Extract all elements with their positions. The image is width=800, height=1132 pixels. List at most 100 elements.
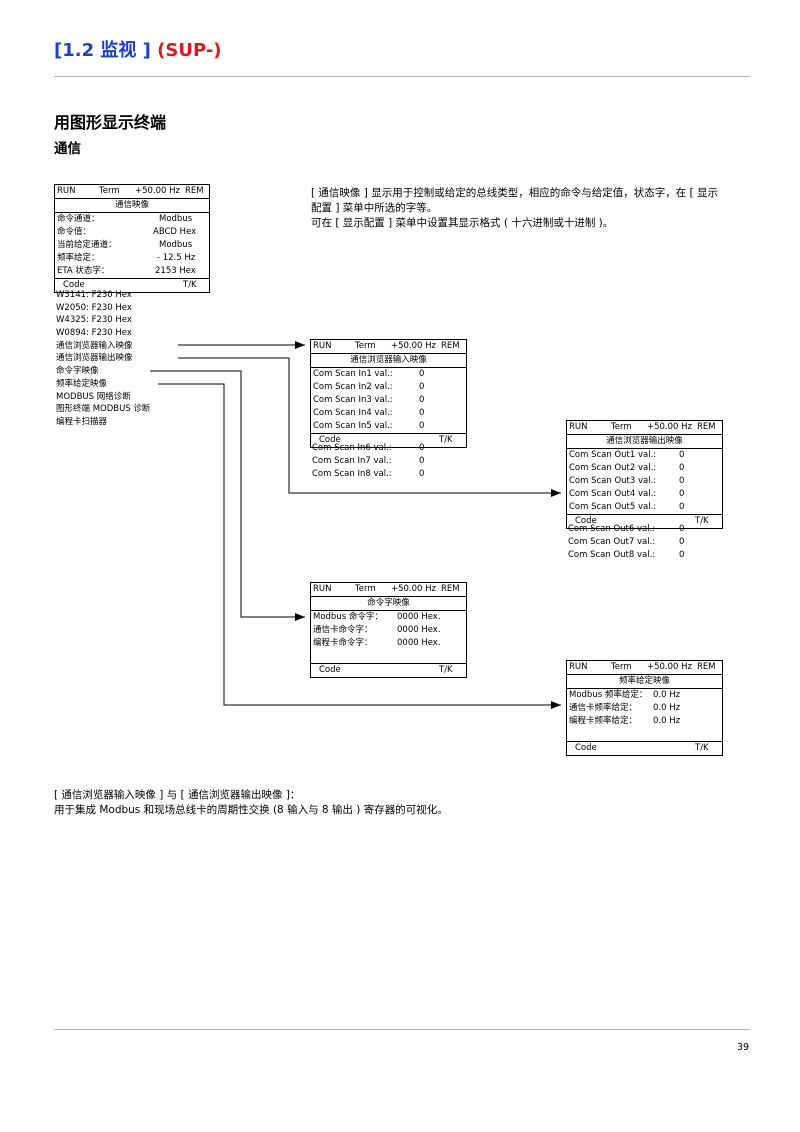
scan-row[interactable]: Com Scan In2 val.:0: [311, 381, 466, 394]
menu-item[interactable]: 编程卡扫描器: [56, 416, 108, 427]
description: [ 通信映像 ] 显示用于控制或给定的总线类型，相应的命令与给定值，状态字，在 …: [311, 186, 751, 231]
term-indicator: Term: [355, 584, 376, 594]
freq-row[interactable]: 编程卡频率给定：0.0 Hz: [567, 715, 722, 728]
menu-item[interactable]: W3141: F230 Hex: [56, 290, 132, 300]
menu-item[interactable]: 通信浏览器输入映像: [56, 340, 133, 351]
code-key[interactable]: Code: [63, 280, 85, 290]
freq-row[interactable]: Modbus 频率给定： 0.0 Hz: [567, 689, 722, 702]
tk-key[interactable]: T/K: [183, 280, 197, 290]
command-row[interactable]: Modbus 命令字：0000 Hex.: [311, 611, 466, 624]
page-number: 39: [736, 1042, 749, 1053]
main-row[interactable]: ETA 状态字：2153 Hex: [55, 265, 209, 278]
scan-row[interactable]: Com Scan In3 val.:0: [311, 394, 466, 407]
tk-key[interactable]: T/K: [695, 743, 709, 753]
term-indicator: Term: [611, 422, 632, 432]
row-value: 0: [679, 502, 685, 512]
row-label: 通信卡命令字：: [313, 625, 373, 635]
menu-item[interactable]: 命令字映像: [56, 366, 99, 377]
main-row[interactable]: 命令通道：Modbus: [55, 213, 209, 226]
main-row[interactable]: 当前给定通道：Modbus: [55, 239, 209, 252]
scan-row[interactable]: Com Scan Out3 val.:0: [567, 475, 722, 488]
menu-item[interactable]: W0894: F230 Hex: [56, 328, 132, 339]
row-value: 0: [419, 456, 425, 466]
description-line: 可在 [ 显示配置 ] 菜单中设置其显示格式 ( 十六进制或十进制 )。: [311, 217, 614, 229]
row-value: 0: [679, 524, 685, 534]
scan-row[interactable]: Com Scan Out1 val.:0: [567, 449, 722, 462]
com-scan-output-extra: Com Scan Out6 val.:0 Com Scan Out7 val.:…: [568, 523, 721, 562]
com-scan-input-extra: Com Scan In6 val.:0 Com Scan In7 val.:0 …: [312, 442, 465, 481]
freq-row[interactable]: 通信卡频率给定： 0.0 Hz: [567, 702, 722, 715]
row-label: Com Scan Out5 val.:: [569, 502, 657, 512]
row-value: - 12.5 Hz: [157, 253, 196, 263]
row-value: Modbus: [159, 240, 193, 250]
status-bar: RUN Term +50.00 Hz REM: [567, 421, 722, 435]
status-bar: RUN Term +50.00 Hz REM: [567, 661, 722, 675]
scan-row[interactable]: Com Scan In7 val.: 0: [312, 455, 465, 468]
frequency-indicator: +50.00 Hz: [647, 422, 693, 432]
freq-ref-screen: RUN Term +50.00 Hz REM 频率给定映像 Modbus 频率给…: [566, 660, 723, 756]
main-row[interactable]: 频率给定： - 12.5 Hz: [55, 252, 209, 265]
tk-key[interactable]: T/K: [695, 516, 709, 526]
scan-row[interactable]: Com Scan Out8 val.:0: [568, 549, 721, 562]
main-row[interactable]: 命令值：ABCD Hex: [55, 226, 209, 239]
code-key[interactable]: Code: [575, 743, 597, 753]
row-value: Modbus: [159, 214, 193, 224]
description-line: 配置 ] 菜单中所选的字等。: [311, 202, 438, 214]
blank-row: [567, 728, 722, 741]
row-value: 0: [419, 408, 425, 418]
code-key[interactable]: Code: [575, 516, 597, 526]
row-value: 0: [419, 443, 425, 453]
rem-indicator: REM: [441, 341, 460, 351]
scan-row[interactable]: Com Scan Out7 val.:0: [568, 536, 721, 549]
row-label: Com Scan In8 val.:: [312, 469, 392, 479]
blank-row: [311, 650, 466, 663]
scan-row[interactable]: Com Scan In4 val.:0: [311, 407, 466, 420]
menu-item[interactable]: 通信浏览器输出映像: [56, 353, 133, 364]
screen-footer: Code T/K: [567, 741, 722, 755]
com-scan-input-screen: RUN Term +50.00 Hz REM 通信浏览器输入映像 Com Sca…: [310, 339, 467, 448]
row-value: 0: [419, 382, 425, 392]
menu-list: W3141: F230 Hex W2050: F230 Hex W4325: F…: [56, 289, 150, 429]
frequency-indicator: +50.00 Hz: [391, 341, 437, 351]
bottom-note: [ 通信浏览器输入映像 ] 与 [ 通信浏览器输出映像 ]： 用于集成 Modb…: [54, 788, 754, 818]
tk-key[interactable]: T/K: [439, 665, 453, 675]
row-label: Modbus 频率给定：: [569, 690, 648, 700]
row-value: ABCD Hex: [153, 227, 197, 237]
row-label: 频率给定：: [57, 253, 100, 263]
page-subheading: 通信: [54, 141, 81, 157]
row-value: 0: [679, 463, 685, 473]
tk-key[interactable]: T/K: [439, 435, 453, 445]
menu-item[interactable]: 图形终端 MODBUS 诊断: [56, 404, 151, 415]
menu-item[interactable]: 频率给定映像: [56, 378, 108, 389]
screen-title: 通信映像: [55, 199, 209, 213]
row-label: 通信卡频率给定：: [569, 703, 638, 713]
scan-row[interactable]: Com Scan In5 val.:0: [311, 420, 466, 433]
scan-row[interactable]: Com Scan In6 val.:0: [312, 442, 465, 455]
scan-row[interactable]: Com Scan Out6 val.:0: [568, 523, 721, 536]
rem-indicator: REM: [697, 662, 716, 672]
screen-title: 通信浏览器输入映像: [311, 354, 466, 368]
row-value: 0.0 Hz: [653, 690, 681, 700]
menu-item[interactable]: W2050: F230 Hex: [56, 302, 132, 313]
row-value: 0000 Hex.: [397, 612, 441, 622]
scan-row[interactable]: Com Scan In8 val.:0: [312, 468, 465, 481]
command-row[interactable]: 编程卡命令字：0000 Hex.: [311, 637, 466, 650]
arrow-to-freq-ref: [158, 383, 561, 709]
header-divider: [54, 76, 750, 77]
menu-item[interactable]: MODBUS 网络诊断: [56, 391, 131, 402]
scan-row[interactable]: Com Scan In1 val.:0: [311, 368, 466, 381]
row-label: Com Scan In7 val.:: [312, 456, 392, 466]
term-indicator: Term: [99, 186, 120, 196]
code-key[interactable]: Code: [319, 435, 341, 445]
run-indicator: RUN: [57, 186, 76, 196]
menu-item[interactable]: W4325: F230 Hex: [56, 315, 132, 326]
code-key[interactable]: Code: [319, 665, 341, 675]
scan-row[interactable]: Com Scan Out2 val.:0: [567, 462, 722, 475]
row-value: 0.0 Hz: [653, 703, 681, 713]
scan-row[interactable]: Com Scan Out5 val.: 0: [567, 501, 722, 514]
row-value: 0: [419, 421, 425, 431]
command-row[interactable]: 通信卡命令字：0000 Hex.: [311, 624, 466, 637]
rem-indicator: REM: [185, 186, 204, 196]
scan-row[interactable]: Com Scan Out4 val.:0: [567, 488, 722, 501]
